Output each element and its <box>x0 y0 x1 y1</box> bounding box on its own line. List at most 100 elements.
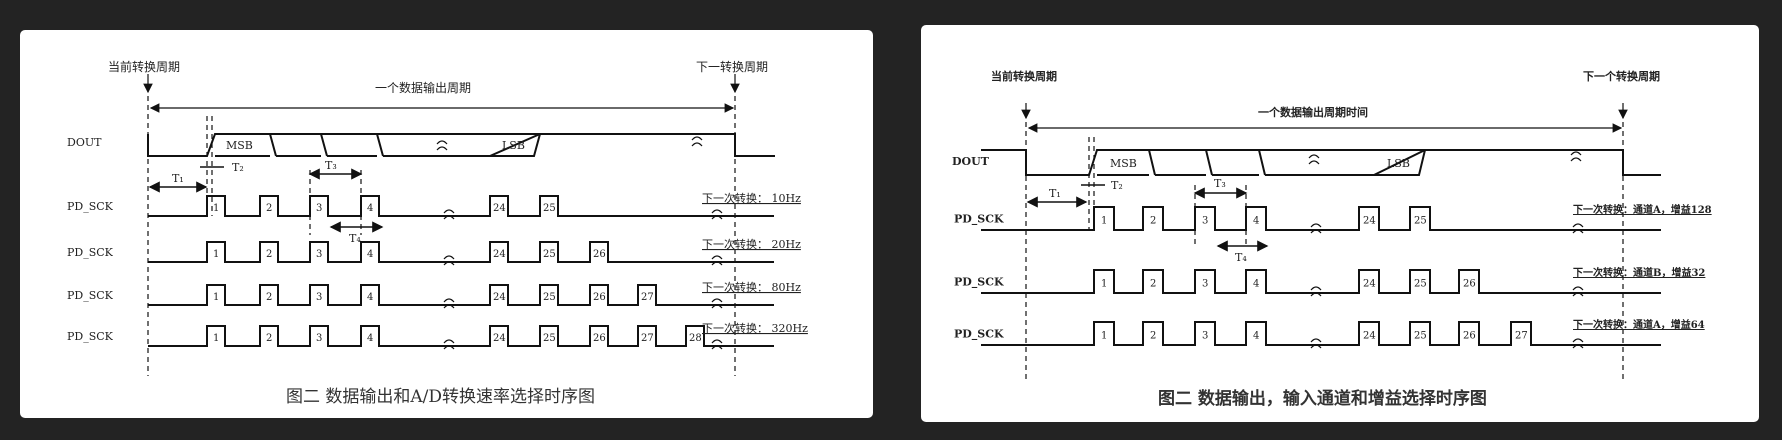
sck-row-label: PD_SCK <box>67 246 114 259</box>
sck-pulse-label: 2 <box>1150 279 1156 290</box>
sck-pulse-label: 4 <box>1253 279 1259 290</box>
break-mark <box>1310 286 1322 297</box>
sck-waveform <box>148 241 774 263</box>
sck-pulse-label: 4 <box>367 249 373 260</box>
t3-label: T₃ <box>1214 177 1226 190</box>
sck-pulse-label: 1 <box>1101 331 1107 342</box>
next-conversion-note: 下一次转换： 80Hz <box>702 280 801 294</box>
break-mark <box>1310 223 1322 234</box>
sck-waveform <box>148 195 774 217</box>
sck-row-label: PD_SCK <box>67 330 114 343</box>
sck-pulse-label: 3 <box>1202 216 1208 227</box>
next-conversion-note: 下一次转换： 10Hz <box>702 191 801 205</box>
sck-pulse-label: 26 <box>593 333 606 344</box>
t4-label: T₄ <box>1235 251 1247 264</box>
break-mark <box>1572 223 1584 234</box>
break-mark <box>443 298 455 309</box>
t1-label: T₁ <box>1049 187 1061 200</box>
sck-pulse-label: 3 <box>316 203 322 214</box>
left-timing-diagram-panel: 当前转换周期 下一转换周期 一个数据输出周期 DOUT MSB LSB T₁ T… <box>20 30 873 418</box>
sck-waveform <box>981 321 1661 346</box>
break-mark <box>443 255 455 266</box>
t2-label: T₂ <box>232 161 244 174</box>
sck-row-label: PD_SCK <box>954 328 1004 342</box>
dout-waveform <box>147 133 775 157</box>
sck-pulse-label: 25 <box>1414 216 1427 227</box>
sck-pulse-label: 27 <box>641 333 654 344</box>
sck-row-label: PD_SCK <box>67 289 114 302</box>
right-timing-diagram-panel: 当前转换周期 下一个转换周期 一个数据输出周期时间 DOUT MSB LSB T… <box>921 25 1759 422</box>
sck-pulse-label: 28 <box>689 333 702 344</box>
break-mark <box>1310 338 1322 349</box>
sck-pulse-label: 24 <box>1363 216 1376 227</box>
sck-row-label: PD_SCK <box>954 276 1004 290</box>
right-timing-diagram: 当前转换周期 下一个转换周期 一个数据输出周期时间 DOUT MSB LSB T… <box>952 69 1712 409</box>
sck-pulse-label: 4 <box>367 292 373 303</box>
sck-pulse-label: 1 <box>1101 279 1107 290</box>
sck-pulse-label: 4 <box>367 333 373 344</box>
current-period-label: 当前转换周期 <box>108 59 180 74</box>
sck-pulse-label: 25 <box>543 292 556 303</box>
output-period-label: 一个数据输出周期时间 <box>1258 105 1368 119</box>
current-period-label: 当前转换周期 <box>991 69 1057 83</box>
sck-pulse-label: 2 <box>1150 216 1156 227</box>
lsb-label: LSB <box>1387 157 1410 170</box>
next-period-label: 下一个转换周期 <box>1583 69 1660 83</box>
sck-waveform <box>148 284 774 306</box>
sck-pulse-label: 24 <box>493 333 506 344</box>
msb-label: MSB <box>1110 157 1137 170</box>
sck-pulse-label: 1 <box>213 333 219 344</box>
sck-pulse-label: 26 <box>593 249 606 260</box>
break-mark <box>443 209 455 220</box>
t4-label: T₄ <box>349 232 361 245</box>
sck-pulse-label: 24 <box>1363 279 1376 290</box>
break-mark <box>1572 338 1584 349</box>
sck-pulse-label: 3 <box>1202 331 1208 342</box>
sck-pulse-label: 3 <box>316 249 322 260</box>
dout-break-marks <box>1308 151 1582 165</box>
sck-row-2: PD_SCK 1 2 3 4 24 25 26 下一次转换：通道B，增益32 <box>954 266 1705 297</box>
sck-pulse-label: 27 <box>1515 331 1528 342</box>
left-timing-diagram: 当前转换周期 下一转换周期 一个数据输出周期 DOUT MSB LSB T₁ T… <box>67 59 808 407</box>
sck-pulse-label: 24 <box>493 292 506 303</box>
sck-waveform <box>981 269 1661 294</box>
sck-pulse-label: 1 <box>213 292 219 303</box>
next-conversion-note: 下一次转换： 20Hz <box>702 237 801 251</box>
sck-pulse-label: 2 <box>266 249 272 260</box>
sck-pulse-label: 2 <box>266 203 272 214</box>
right-caption: 图二 数据输出，输入通道和增益选择时序图 <box>1158 388 1487 409</box>
sck-pulse-label: 25 <box>1414 331 1427 342</box>
next-conversion-note: 下一次转换：通道A，增益128 <box>1573 203 1712 216</box>
sck-pulse-label: 26 <box>1463 331 1476 342</box>
sck-pulse-label: 3 <box>1202 279 1208 290</box>
t2-label: T₂ <box>1111 179 1123 192</box>
next-conversion-note: 下一次转换：通道A，增益64 <box>1573 318 1705 331</box>
sck-pulse-label: 25 <box>1414 279 1427 290</box>
sck-pulse-label: 25 <box>543 203 556 214</box>
break-mark <box>711 339 723 350</box>
sck-pulse-label: 2 <box>266 292 272 303</box>
sck-pulse-label: 1 <box>1101 216 1107 227</box>
sck-pulse-label: 1 <box>213 249 219 260</box>
sck-pulse-label: 27 <box>641 292 654 303</box>
lsb-label: LSB <box>502 139 525 152</box>
sck-pulse-label: 2 <box>266 333 272 344</box>
sck-pulse-label: 25 <box>543 249 556 260</box>
sck-pulse-label: 4 <box>367 203 373 214</box>
break-mark <box>443 339 455 350</box>
output-period-label: 一个数据输出周期 <box>375 80 471 95</box>
sck-row-label: PD_SCK <box>67 200 114 213</box>
next-conversion-note: 下一次转换：通道B，增益32 <box>1573 266 1705 279</box>
next-period-label: 下一转换周期 <box>696 59 768 74</box>
sck-waveform <box>148 325 774 347</box>
sck-pulse-label: 26 <box>1463 279 1476 290</box>
sck-pulse-label: 4 <box>1253 331 1259 342</box>
